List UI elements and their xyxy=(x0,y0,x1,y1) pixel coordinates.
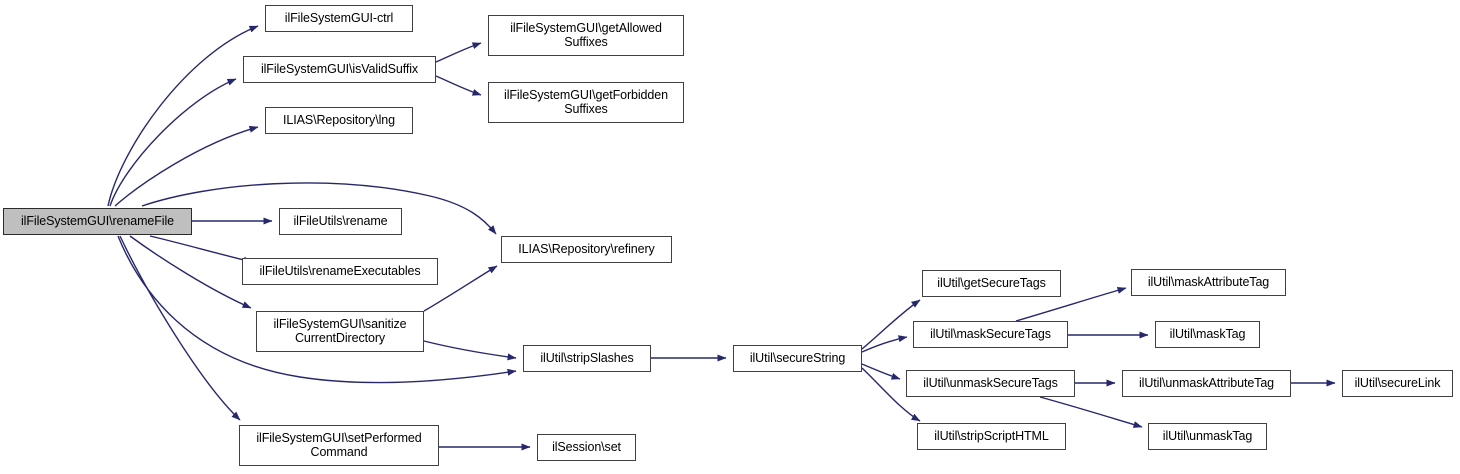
node-label-rename: ilFileUtils\rename xyxy=(293,213,388,228)
node-label-getSecureTags: ilUtil\getSecureTags xyxy=(937,275,1046,290)
node-label-setPerformedCommand: ilFileSystemGUI\setPerformed Command xyxy=(256,431,422,459)
node-label-unmaskTag: ilUtil\unmaskTag xyxy=(1162,428,1253,443)
node-label-secureLink: ilUtil\secureLink xyxy=(1354,375,1441,390)
node-maskAttributeTag[interactable]: ilUtil\maskAttributeTag xyxy=(1131,269,1286,296)
node-refinery[interactable]: ILIAS\Repository\refinery xyxy=(501,236,672,263)
node-getSecureTags[interactable]: ilUtil\getSecureTags xyxy=(922,270,1061,297)
node-getAllowedSuffixes[interactable]: ilFileSystemGUI\getAllowed Suffixes xyxy=(488,15,684,56)
node-label-sanitizeCurrentDirectory: ilFileSystemGUI\sanitize CurrentDirector… xyxy=(273,317,407,345)
edge-renameFile-to-isValidSuffix xyxy=(109,78,237,207)
node-label-maskAttributeTag: ilUtil\maskAttributeTag xyxy=(1147,274,1270,289)
node-label-unmaskSecureTags: ilUtil\unmaskSecureTags xyxy=(923,375,1058,390)
edge-renameFile-to-setPerformedCommand xyxy=(119,235,241,421)
edge-secureString-to-maskSecureTags xyxy=(861,335,908,353)
edge-sanitizeCurrentDirectory-to-stripSlashes xyxy=(423,340,517,361)
node-stripScriptHTML[interactable]: ilUtil\stripScriptHTML xyxy=(917,423,1066,450)
node-rename[interactable]: ilFileUtils\rename xyxy=(279,208,402,235)
node-label-stripSlashes: ilUtil\stripSlashes xyxy=(540,350,634,365)
node-stripSlashes[interactable]: ilUtil\stripSlashes xyxy=(523,345,651,372)
edge-renameFile-to-ctrl xyxy=(107,25,259,207)
node-label-renameExecutables: ilFileUtils\renameExecutables xyxy=(259,263,421,278)
node-label-refinery: ILIAS\Repository\refinery xyxy=(518,241,655,256)
edge-isValidSuffix-to-getAllowedSuffixes xyxy=(435,42,482,63)
node-unmaskTag[interactable]: ilUtil\unmaskTag xyxy=(1148,423,1267,450)
node-label-maskSecureTags: ilUtil\maskSecureTags xyxy=(930,326,1051,341)
node-ctrl[interactable]: ilFileSystemGUI-ctrl xyxy=(265,5,413,32)
node-label-ctrl: ilFileSystemGUI-ctrl xyxy=(284,10,394,25)
node-label-secureString: ilUtil\secureString xyxy=(749,350,846,365)
node-secureString[interactable]: ilUtil\secureString xyxy=(733,345,862,372)
node-maskSecureTags[interactable]: ilUtil\maskSecureTags xyxy=(913,321,1068,348)
edge-isValidSuffix-to-getForbiddenSuffixes xyxy=(435,75,482,96)
edge-renameFile-to-renameExecutables xyxy=(149,235,253,264)
node-label-getAllowedSuffixes: ilFileSystemGUI\getAllowed Suffixes xyxy=(510,21,662,49)
node-setPerformedCommand[interactable]: ilFileSystemGUI\setPerformed Command xyxy=(239,425,439,466)
node-label-maskTag: ilUtil\maskTag xyxy=(1169,326,1246,341)
node-renameFile[interactable]: ilFileSystemGUI\renameFile xyxy=(3,208,192,235)
node-renameExecutables[interactable]: ilFileUtils\renameExecutables xyxy=(242,258,438,285)
node-getForbiddenSuffixes[interactable]: ilFileSystemGUI\getForbidden Suffixes xyxy=(488,82,684,123)
node-label-isValidSuffix: ilFileSystemGUI\isValidSuffix xyxy=(260,61,419,76)
node-lng[interactable]: ILIAS\Repository\lng xyxy=(265,107,413,134)
node-label-unmaskAttributeTag: ilUtil\unmaskAttributeTag xyxy=(1138,375,1275,390)
node-unmaskAttributeTag[interactable]: ilUtil\unmaskAttributeTag xyxy=(1122,370,1291,397)
node-ilSessionSet[interactable]: ilSession\set xyxy=(537,434,636,461)
node-isValidSuffix[interactable]: ilFileSystemGUI\isValidSuffix xyxy=(243,56,436,83)
node-label-getForbiddenSuffixes: ilFileSystemGUI\getForbidden Suffixes xyxy=(504,88,668,116)
node-secureLink[interactable]: ilUtil\secureLink xyxy=(1342,370,1453,397)
edge-secureString-to-unmaskSecureTags xyxy=(861,363,901,380)
node-label-lng: ILIAS\Repository\lng xyxy=(283,112,395,127)
node-label-renameFile: ilFileSystemGUI\renameFile xyxy=(21,213,174,228)
node-maskTag[interactable]: ilUtil\maskTag xyxy=(1155,321,1260,348)
node-label-ilSessionSet: ilSession\set xyxy=(552,439,621,454)
node-sanitizeCurrentDirectory[interactable]: ilFileSystemGUI\sanitize CurrentDirector… xyxy=(256,311,424,352)
edge-renameFile-to-sanitizeCurrentDirectory xyxy=(129,235,252,309)
edge-renameFile-to-lng xyxy=(114,125,259,207)
edge-secureString-to-getSecureTags xyxy=(861,299,921,350)
node-label-stripScriptHTML: ilUtil\stripScriptHTML xyxy=(934,428,1049,443)
node-unmaskSecureTags[interactable]: ilUtil\unmaskSecureTags xyxy=(906,370,1075,397)
